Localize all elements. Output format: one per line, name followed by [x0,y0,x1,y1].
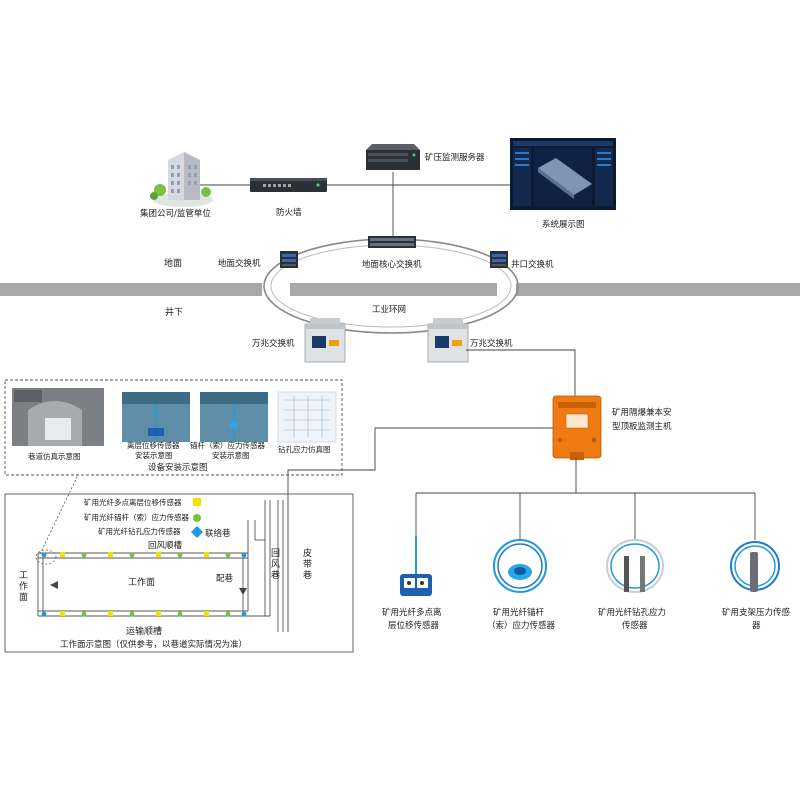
displacement-sensor-icon [400,536,432,596]
workface-sensor-markers [41,552,247,617]
install-section-title: 设备安装示意图 [148,462,208,473]
sensor-1-line2: 层位移传感器 [388,620,440,631]
legend-1-text: 矿用光纤多点离层位移传感器 [84,497,182,507]
sensor-4-line2: 器 [752,621,761,631]
firewall-label: 防火墙 [276,207,302,218]
ground-bar-mid [290,283,497,296]
roadway-layout [37,500,284,632]
separation-install-image [122,392,190,442]
highlight-ellipse [35,549,57,565]
host-label-line1: 矿用隔爆兼本安 [612,407,672,418]
ground-bar-left [0,283,262,296]
arrow-left-icon [50,581,58,589]
install-panel [4,379,343,476]
display-label: 系统展示图 [542,219,585,230]
legend-3-text: 矿用光纤钻孔应力传感器 [98,526,181,536]
server-label: 矿压监测服务器 [425,152,485,163]
host-label-line2: 型顶板监测主机 [612,421,672,432]
group-company-label: 集团公司/监管单位 [140,208,211,219]
link-host-workface [287,427,553,632]
display-screen-icon [510,138,616,210]
return-lane-label: 回风巷 [269,548,280,581]
legend-2-text: 矿用光纤锚杆（索）应力传感器 [84,512,189,522]
transport-trough-label: 运输顺槽 [126,625,162,637]
drill-sim-image [277,391,337,443]
roadway-sim-label: 巷道仿真示意图 [28,451,81,461]
arrow-down-icon [239,588,247,595]
anchor-install-line2: 安装示意图 [212,450,250,460]
drill-sim-label: 钻孔应力仿真图 [278,444,331,454]
sensor-2-line1: 矿用光纤锚杆 [493,607,545,618]
ground-label: 地面 [164,257,182,269]
gigabit-switch-2-icon [427,318,469,363]
belt-lane-label: 皮带巷 [301,547,312,581]
building-icon [150,152,213,207]
face-side-label: 工作面 [17,570,28,603]
ground-switch-label: 地面交换机 [218,258,261,269]
legend-3-diamond [191,526,203,538]
sensor-2-line2: （索）应力传感器 [487,620,556,631]
core-switch-icon [368,236,416,248]
ground-bar-right [516,283,800,296]
support-pressure-sensor-icon [730,541,780,592]
anchor-install-image [200,392,268,442]
sensor-3-line1: 矿用光纤钻孔应力 [598,607,666,618]
connect-lane-label: 联络巷 [205,528,231,539]
face-center-label: 工作面 [128,576,155,588]
legend-1-square [193,498,201,506]
workface-caption: 工作面示意图（仅供参考，以巷道实际情况为准） [60,639,247,650]
anchor-stress-sensor-icon [493,539,547,593]
separation-install-line2: 安装示意图 [135,450,173,460]
gigabit-switch-1-icon [304,318,346,363]
gigabit-switch-2-label: 万兆交换机 [470,338,513,349]
roadway-sim-image [12,388,104,446]
ground-switch-icon [280,251,298,268]
sensor-3-line2: 传感器 [622,620,648,631]
sensor-1-line1: 矿用光纤多点离 [382,607,442,618]
sensor-4-line1: 矿用支架压力传感 [722,607,791,618]
gigabit-switch-1-label: 万兆交换机 [252,338,295,349]
link-switch2-host [466,349,576,398]
well-switch-icon [490,251,508,268]
firewall-icon [250,178,327,192]
separation-install-line1: 离层位移传感器 [127,440,180,450]
well-switch-label: 井口交换机 [511,259,554,270]
core-switch-label: 地面核心交换机 [362,259,422,270]
server-icon [366,144,420,170]
workface-panel [4,493,354,653]
borehole-stress-sensor-icon [606,539,664,593]
monitoring-host-icon [552,395,602,460]
underground-label: 井下 [165,306,183,318]
return-trough-label: 回风顺槽 [148,540,183,551]
ring-label: 工业环网 [372,304,406,315]
anchor-install-line1: 锚杆（索）应力传感器 [190,440,265,450]
legend-2-circle [193,514,201,522]
distribution-lane-label: 配巷 [216,574,234,584]
leader-line [39,474,79,555]
